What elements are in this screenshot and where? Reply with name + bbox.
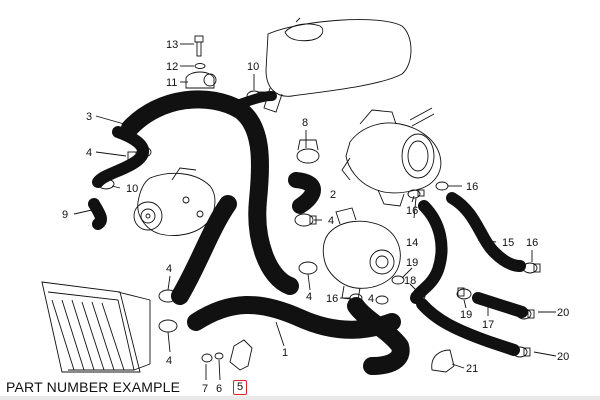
- clamp-16-top: [435, 181, 449, 191]
- hose-3-lower: [92, 126, 150, 188]
- washer-12: [194, 63, 206, 69]
- callout-4: 4: [166, 355, 172, 367]
- callout-9: 9: [62, 209, 68, 221]
- hose-18: [416, 298, 520, 356]
- callout-10: 10: [247, 61, 259, 73]
- callout-7: 7: [202, 383, 208, 395]
- callout-16: 16: [526, 237, 538, 249]
- callout-4: 4: [86, 147, 92, 159]
- callout-16: 16: [326, 293, 338, 305]
- clamp-19-right: [456, 287, 472, 300]
- clamp-4-center: [375, 295, 389, 305]
- callout-11: 11: [166, 77, 177, 89]
- clamp-4-right: [298, 261, 318, 275]
- hose-3: [121, 90, 299, 295]
- callout-15: 15: [502, 237, 514, 249]
- bracket-21: [431, 349, 455, 373]
- callout-10: 10: [126, 183, 138, 195]
- clamp-8: [296, 139, 320, 164]
- clamp-19: [391, 275, 405, 285]
- clamp-4-radiator-bottom: [158, 319, 178, 333]
- hose-14: [410, 200, 448, 304]
- clamp-10-top: [246, 90, 265, 102]
- callout-21: 21: [466, 363, 478, 375]
- callout-16: 16: [406, 205, 418, 217]
- callout-20: 20: [557, 351, 569, 363]
- leader-lines: [73, 43, 557, 381]
- hose-9: [88, 198, 107, 230]
- hoses: [88, 90, 528, 375]
- grommet-7: [201, 353, 213, 363]
- callout-4: 4: [328, 215, 334, 227]
- clamp-16-right: [522, 262, 541, 274]
- callout-14: 14: [406, 237, 418, 249]
- hose-15: [446, 192, 526, 272]
- bottom-bar: [0, 396, 600, 400]
- callout-13: 13: [166, 39, 178, 51]
- callout-19: 19: [460, 309, 472, 321]
- clamp-20-upper: [516, 308, 535, 320]
- bracket-11: [185, 71, 217, 89]
- radiator: [41, 281, 151, 373]
- clamp-4-mid: [294, 213, 317, 227]
- coolant-distributor-housing: [322, 207, 401, 301]
- callout-numbers: 13 12 11 10 3 8 4 10 2 9 4 16 16 14 15 1…: [62, 39, 569, 395]
- hose-upper-bypass: [235, 91, 277, 109]
- clamp-16-left: [407, 189, 425, 199]
- hose-radiator-upper: [171, 195, 237, 305]
- hose-17: [472, 292, 528, 318]
- part-number-example-caption: PART NUMBER EXAMPLE: [6, 379, 181, 395]
- washer-6: [214, 352, 224, 360]
- callout-19: 19: [406, 257, 418, 269]
- callout-4: 4: [166, 263, 172, 275]
- thermostat-housing: [341, 107, 442, 207]
- hose-lower-return: [347, 297, 410, 375]
- callout-3: 3: [86, 111, 92, 123]
- bolt-13: [194, 35, 204, 57]
- clamp-4-upper: [127, 146, 152, 161]
- callout-16: 16: [466, 181, 478, 193]
- callout-4: 4: [368, 293, 374, 305]
- callout-17: 17: [482, 319, 494, 331]
- callout-1: 1: [282, 347, 288, 359]
- callout-8: 8: [302, 117, 308, 129]
- clamp-4-lower-left: [187, 317, 205, 331]
- expansion-tank: [263, 17, 412, 113]
- callout-18: 18: [404, 275, 416, 287]
- clamp-18: [410, 290, 426, 302]
- callout-12: 12: [166, 61, 178, 73]
- clamp-10-left: [97, 178, 115, 190]
- callout-6: 6: [216, 383, 222, 395]
- callout-20: 20: [557, 307, 569, 319]
- callout-2: 2: [330, 189, 336, 201]
- example-part-highlight[interactable]: 5: [233, 380, 247, 395]
- clamp-20-lower: [512, 346, 531, 358]
- water-pump: [133, 167, 216, 236]
- hose-2: [288, 172, 321, 214]
- callout-4: 4: [306, 291, 312, 303]
- holder-5: [229, 339, 253, 371]
